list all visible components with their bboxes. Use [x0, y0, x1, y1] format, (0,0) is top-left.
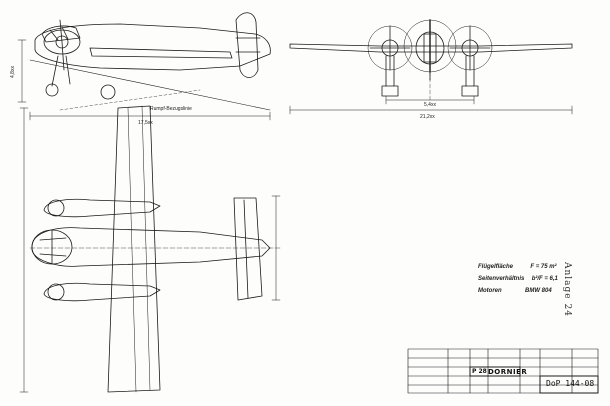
top-tailplane — [233, 197, 263, 301]
side-tail-fin — [235, 12, 259, 78]
spec-aspect-ratio-value: b²/F = 6,1 — [531, 276, 558, 282]
top-view — [19, 105, 281, 393]
title-block-drawing-number: DoP 144-08 — [546, 379, 595, 388]
side-length-label: 17,5xx — [138, 120, 153, 126]
side-wing — [89, 47, 233, 59]
side-view — [17, 12, 271, 121]
title-block-sheet-ref: P 28 — [472, 368, 487, 375]
spec-engines-label: Motoren — [478, 288, 502, 294]
spec-wing-area-label: Flügelfläche — [478, 264, 514, 270]
side-propeller — [59, 19, 65, 71]
side-landing-gear — [51, 55, 71, 87]
side-note-label: Rumpf-Bezugslinie — [150, 106, 192, 112]
top-fuselage — [31, 227, 271, 267]
spec-wing-area: Flügelfläche F = 75 m² — [478, 264, 557, 270]
side-fuselage — [34, 23, 271, 71]
top-nacelle-lower — [43, 282, 161, 302]
spec-engines: Motoren BMW 804 — [478, 288, 552, 294]
side-canopy — [41, 25, 81, 43]
front-span-label: 21,2xx — [420, 114, 435, 120]
title-block-company: DORNIER — [488, 368, 528, 376]
spec-wing-area-value: F = 75 m² — [530, 264, 557, 270]
spec-aspect-ratio-label: Seitenverhältnis — [478, 276, 525, 282]
title-block — [407, 348, 599, 394]
side-ground-line — [29, 59, 271, 111]
front-landing-gear — [385, 55, 475, 87]
front-wing — [289, 43, 573, 53]
top-nacelle-upper — [43, 198, 161, 218]
front-view — [289, 19, 573, 115]
spec-engines-value: BMW 804 — [525, 288, 552, 294]
annex-label: Anlage 24 — [562, 262, 572, 317]
side-height-label: 4,8xx — [10, 66, 16, 78]
side-engine-nacelle — [43, 29, 81, 55]
spec-aspect-ratio: Seitenverhältnis b²/F = 6,1 — [478, 276, 558, 282]
top-wing — [107, 105, 161, 393]
front-track-label: 5,4xx — [424, 102, 436, 108]
